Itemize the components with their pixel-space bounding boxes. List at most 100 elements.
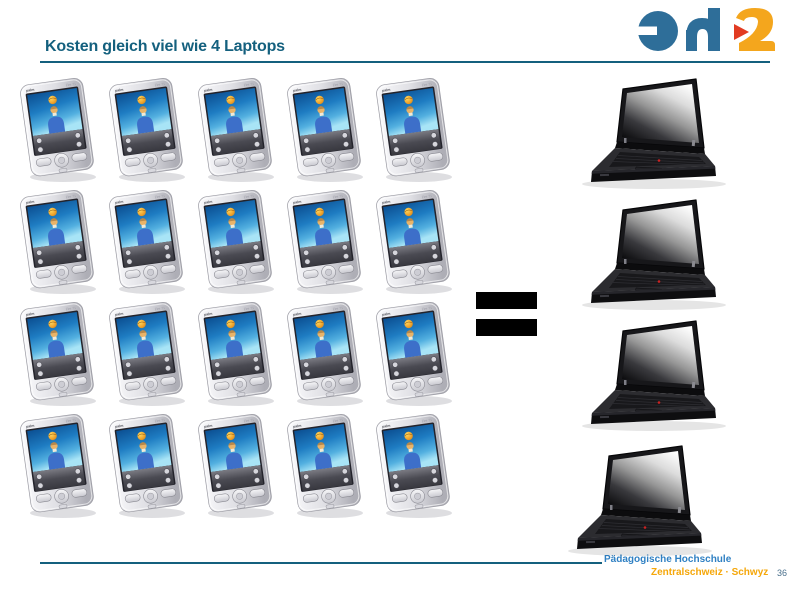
pda-silkscreen bbox=[299, 129, 353, 156]
pda-cell: palm Zire 71 bbox=[194, 414, 283, 526]
pda-cell: palm Zire 71 bbox=[372, 78, 461, 190]
ball-graphic bbox=[137, 431, 146, 441]
palm-handheld-icon: palm Zire 71 bbox=[287, 302, 363, 406]
pda-model-label: Zire 71 bbox=[332, 82, 343, 87]
person-graphic bbox=[315, 218, 333, 246]
silkscreen-icons bbox=[125, 356, 172, 377]
pda-buttons bbox=[302, 376, 355, 397]
silkscreen-icons bbox=[214, 356, 261, 377]
silkscreen-icons bbox=[214, 244, 261, 265]
ball-graphic bbox=[48, 319, 57, 329]
pda-buttons bbox=[213, 264, 266, 285]
pda-buttons bbox=[124, 488, 177, 509]
pda-brand-label: palm bbox=[26, 312, 35, 317]
silkscreen-icons bbox=[36, 468, 83, 489]
silkscreen-icons bbox=[392, 132, 439, 153]
footer-region: Zentralschweiz · Schwyz bbox=[651, 567, 769, 578]
pda-buttons bbox=[302, 488, 355, 509]
silkscreen-icons bbox=[303, 468, 350, 489]
palm-handheld-icon: palm Zire 71 bbox=[376, 414, 452, 518]
pda-cell: palm Zire 71 bbox=[283, 78, 372, 190]
laptop-hinge bbox=[615, 142, 705, 154]
person-graphic bbox=[137, 330, 155, 358]
pda-brand-label: palm bbox=[382, 200, 391, 205]
pda-buttons bbox=[391, 264, 444, 285]
palm-handheld-icon: palm Zire 71 bbox=[109, 78, 185, 182]
trackpoint-dot bbox=[657, 401, 661, 404]
footer-school-name: Pädagogische Hochschule bbox=[604, 554, 732, 565]
silkscreen-icons bbox=[125, 244, 172, 265]
pda-silkscreen bbox=[32, 465, 86, 492]
logo-arrow-icon bbox=[734, 24, 749, 40]
silkscreen-icons bbox=[392, 356, 439, 377]
pda-silkscreen bbox=[299, 353, 353, 380]
palm-handheld-icon: palm Zire 71 bbox=[109, 190, 185, 294]
laptop-shadow bbox=[582, 421, 726, 431]
person-graphic bbox=[315, 442, 333, 470]
pda-buttons bbox=[35, 376, 88, 397]
silkscreen-icons bbox=[125, 468, 172, 489]
ball-graphic bbox=[404, 319, 413, 329]
pda-brand-label: palm bbox=[115, 312, 124, 317]
laptop-keyboard bbox=[609, 152, 706, 167]
pda-model-label: Zire 71 bbox=[332, 418, 343, 423]
logo-letter-h bbox=[686, 8, 720, 51]
palm-handheld-icon: palm Zire 71 bbox=[376, 302, 452, 406]
palm-handheld-icon: palm Zire 71 bbox=[287, 414, 363, 518]
laptop-screen bbox=[622, 84, 699, 143]
ball-graphic bbox=[137, 319, 146, 329]
silkscreen-icons bbox=[36, 356, 83, 377]
pda-brand-label: palm bbox=[26, 88, 35, 93]
person-graphic bbox=[48, 330, 66, 358]
palm-handheld-icon: palm Zire 71 bbox=[287, 190, 363, 294]
pda-cell: palm Zire 71 bbox=[16, 414, 105, 526]
pda-model-label: Zire 71 bbox=[243, 306, 254, 311]
pda-brand-label: palm bbox=[26, 424, 35, 429]
pda-brand-label: palm bbox=[382, 312, 391, 317]
pda-silkscreen bbox=[121, 241, 175, 268]
footer-rule bbox=[40, 562, 602, 564]
page-number: 36 bbox=[777, 568, 788, 578]
pda-brand-label: palm bbox=[382, 424, 391, 429]
logo-letter-z bbox=[734, 8, 775, 51]
pda-silkscreen bbox=[121, 465, 175, 492]
silkscreen-icons bbox=[392, 468, 439, 489]
pda-model-label: Zire 71 bbox=[332, 306, 343, 311]
pda-model-label: Zire 71 bbox=[421, 306, 432, 311]
palm-handheld-icon: palm Zire 71 bbox=[20, 414, 96, 518]
pda-model-label: Zire 71 bbox=[154, 306, 165, 311]
ball-graphic bbox=[315, 319, 324, 329]
pda-brand-label: palm bbox=[204, 88, 213, 93]
laptop-keyboard bbox=[609, 273, 706, 288]
laptop-shadow bbox=[568, 546, 712, 556]
pda-cell: palm Zire 71 bbox=[105, 414, 194, 526]
equals-bar bbox=[476, 292, 537, 309]
laptop-screen bbox=[622, 205, 699, 264]
ball-graphic bbox=[48, 207, 57, 217]
ball-graphic bbox=[226, 95, 235, 105]
laptop-screen bbox=[608, 451, 685, 510]
pda-model-label: Zire 71 bbox=[65, 418, 76, 423]
pda-brand-label: palm bbox=[115, 88, 124, 93]
pda-cell: palm Zire 71 bbox=[194, 190, 283, 302]
laptop-keyboard bbox=[595, 519, 692, 534]
pda-model-label: Zire 71 bbox=[421, 82, 432, 87]
pda-silkscreen bbox=[210, 465, 264, 492]
trackpoint-dot bbox=[657, 159, 661, 162]
ball-graphic bbox=[404, 431, 413, 441]
person-graphic bbox=[404, 330, 422, 358]
laptop-stack bbox=[566, 76, 748, 558]
pda-buttons bbox=[302, 264, 355, 285]
palm-handheld-icon: palm Zire 71 bbox=[20, 190, 96, 294]
pda-model-label: Zire 71 bbox=[243, 82, 254, 87]
palm-handheld-icon: palm Zire 71 bbox=[109, 414, 185, 518]
person-graphic bbox=[137, 106, 155, 134]
pda-cell: palm Zire 71 bbox=[16, 190, 105, 302]
person-graphic bbox=[48, 218, 66, 246]
laptop-keyboard bbox=[609, 394, 706, 409]
silkscreen-icons bbox=[303, 132, 350, 153]
silkscreen-icons bbox=[214, 468, 261, 489]
pda-buttons bbox=[35, 264, 88, 285]
person-graphic bbox=[315, 106, 333, 134]
